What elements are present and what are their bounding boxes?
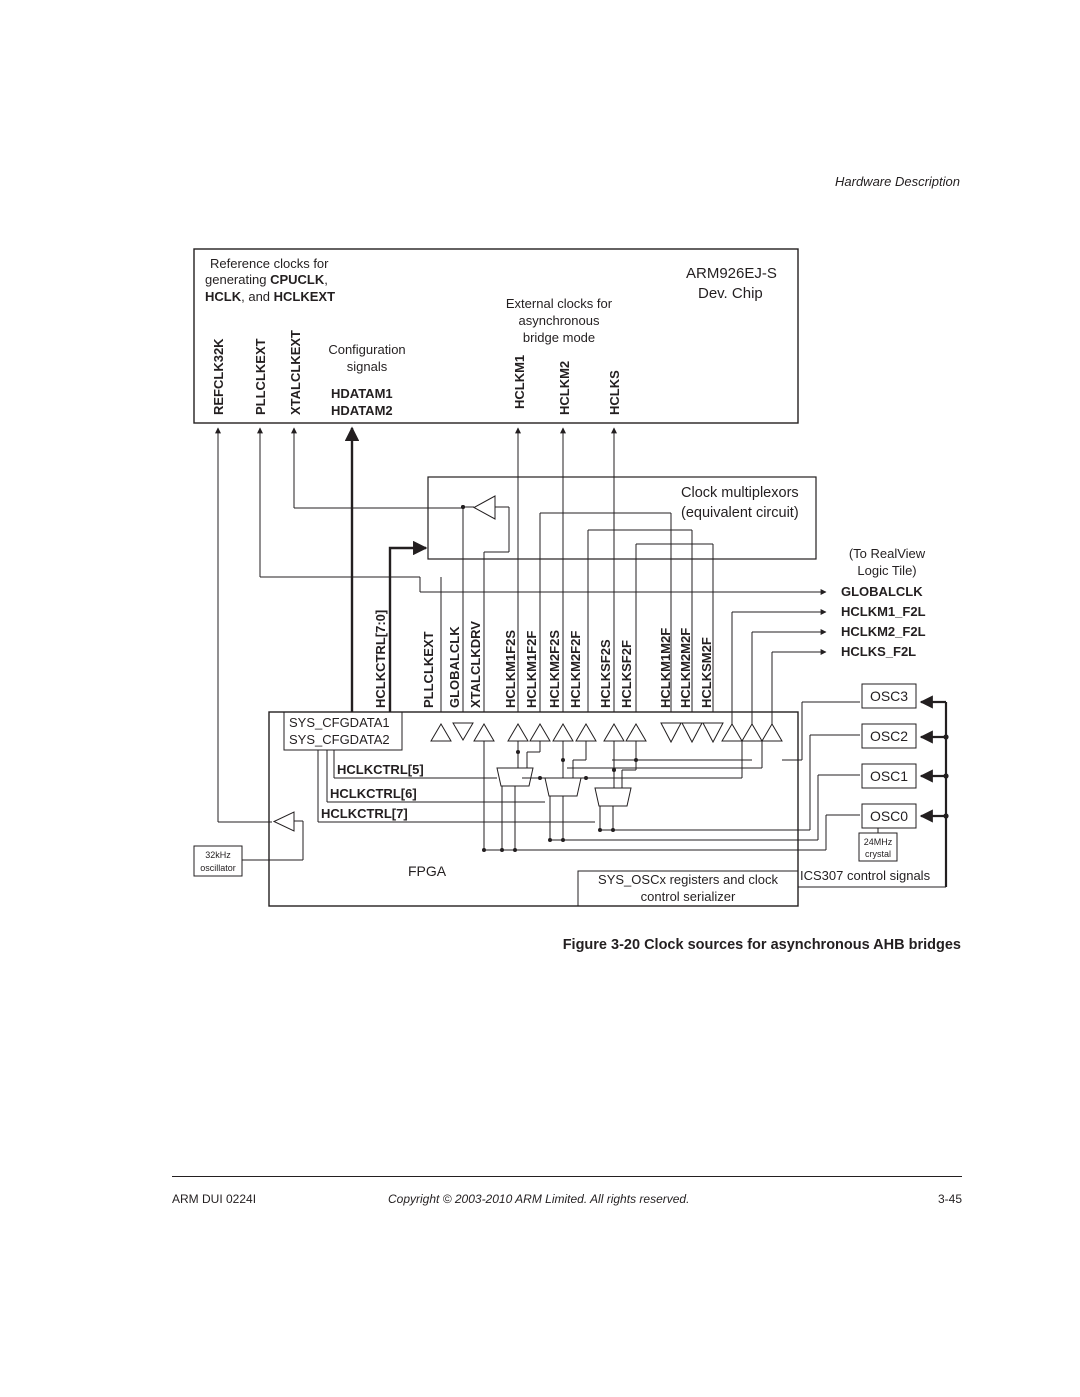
f2l-hclkm1: HCLKM1_F2L: [841, 604, 926, 619]
sys-cfgdata1: SYS_CFGDATA1: [289, 715, 390, 730]
sig-hclkm1m2f: HCLKM1M2F: [658, 628, 673, 708]
serializer-text: SYS_OSCx registers and clock: [598, 872, 778, 887]
sig-hclkm1f2s: HCLKM1F2S: [503, 630, 518, 708]
osc32k-text: 32kHz: [205, 850, 231, 860]
osc32k-box: [193, 845, 243, 877]
sig-hclksf2s: HCLKSF2S: [598, 639, 613, 708]
pin-xtalclkext: XTALCLKEXT: [288, 330, 303, 415]
pin-hclkm1: HCLKM1: [512, 355, 527, 409]
chip-title: ARM926EJ-S: [686, 265, 777, 282]
crystal-text: 24MHz: [864, 837, 893, 847]
external-clocks-text: bridge mode: [523, 330, 595, 345]
ref-clocks-text: HCLK, and HCLKEXT: [205, 289, 335, 304]
osc1-label: OSC1: [870, 768, 908, 784]
sig-xtalclkdrv: XTALCLKDRV: [468, 621, 483, 708]
osc2-box: [861, 723, 917, 749]
pin-hclkm2: HCLKM2: [557, 361, 572, 415]
f2l-hclkm2: HCLKM2_F2L: [841, 624, 926, 639]
mux-box: [427, 476, 817, 560]
hdatam1-label: HDATAM1: [331, 386, 393, 401]
sig-hclkm2f2f: HCLKM2F2F: [568, 631, 583, 708]
sys-cfgdata2: SYS_CFGDATA2: [289, 732, 390, 747]
footer-copyright: Copyright © 2003-2010 ARM Limited. All r…: [388, 1192, 690, 1206]
realview-text: (To RealView: [849, 546, 926, 561]
ref-clocks-text: generating CPUCLK,: [205, 272, 328, 287]
running-header: Hardware Description: [835, 174, 960, 189]
configuration-text: signals: [347, 359, 388, 374]
serializer-text: control serializer: [641, 889, 736, 904]
hdatam2-label: HDATAM2: [331, 403, 393, 418]
figure-caption: Figure 3-20 Clock sources for asynchrono…: [562, 937, 961, 953]
osc3-box: [861, 683, 917, 709]
sys-cfgdata-box: [283, 711, 403, 751]
fpga-label: FPGA: [408, 863, 447, 879]
external-clocks-text: External clocks for: [506, 296, 613, 311]
mux-subtitle: (equivalent circuit): [681, 505, 799, 521]
sig-hclksf2f: HCLKSF2F: [619, 640, 634, 708]
configuration-text: Configuration: [328, 342, 405, 357]
external-clocks-text: asynchronous: [519, 313, 600, 328]
mux-buffer: [472, 495, 496, 520]
realview-text: Logic Tile): [857, 563, 916, 578]
sig-hclkctrl: HCLKCTRL[7:0]: [373, 610, 388, 708]
pin-hclks: HCLKS: [607, 370, 622, 415]
fpga-box: [268, 711, 799, 907]
f2l-hclks: HCLKS_F2L: [841, 644, 916, 659]
osc1-box: [861, 763, 917, 789]
osc3-label: OSC3: [870, 688, 908, 704]
chip-box: [193, 248, 799, 424]
serializer-box: [577, 870, 799, 907]
sig-hclkm2m2f: HCLKM2M2F: [678, 628, 693, 708]
sig-globalclk: GLOBALCLK: [447, 626, 462, 708]
sig-hclksm2f: HCLKSM2F: [699, 637, 714, 708]
crystal-text: crystal: [865, 849, 891, 859]
osc0-label: OSC0: [870, 808, 908, 824]
pin-refclk32k: REFCLK32K: [211, 338, 226, 415]
sig-hclkm2f2s: HCLKM2F2S: [547, 630, 562, 708]
hclkctrl5-label: HCLKCTRL[5]: [337, 762, 424, 777]
f2l-globalclk: GLOBALCLK: [841, 584, 923, 599]
footer-doc-id: ARM DUI 0224I: [172, 1192, 257, 1206]
ics307-label: ICS307 control signals: [800, 868, 931, 883]
hclkctrl6-label: HCLKCTRL[6]: [330, 786, 417, 801]
osc0-box: [861, 803, 917, 829]
mux-title: Clock multiplexors: [681, 485, 799, 501]
pin-pllclkext: PLLCLKEXT: [253, 338, 268, 415]
osc32k-text: oscillator: [200, 863, 236, 873]
hclkctrl7-label: HCLKCTRL[7]: [321, 806, 408, 821]
footer-rule: [172, 1176, 962, 1177]
sig-pllclkext: PLLCLKEXT: [421, 631, 436, 708]
footer-page-number: 3-45: [937, 1192, 962, 1206]
chip-subtitle: Dev. Chip: [698, 285, 763, 302]
osc2-label: OSC2: [870, 728, 908, 744]
ref-clocks-text: Reference clocks for: [210, 256, 329, 271]
sig-hclkm1f2f: HCLKM1F2F: [524, 631, 539, 708]
